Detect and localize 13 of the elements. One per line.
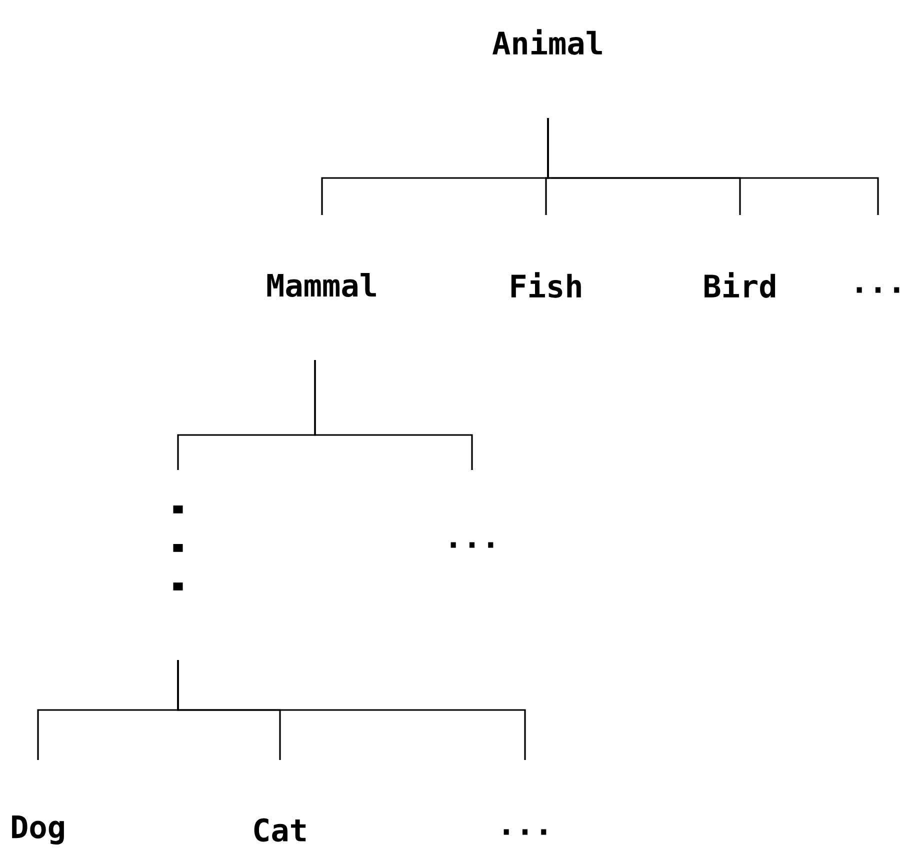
tree-label: Mammal	[267, 273, 376, 297]
tree-label: Cat	[254, 818, 306, 842]
tree-connector	[177, 660, 526, 760]
tree-label: ...	[504, 829, 546, 835]
tree-label: Fish	[511, 272, 581, 298]
tree-label: Dog	[12, 815, 64, 844]
tree-label: ...	[450, 542, 494, 548]
tree-label: Animal	[492, 29, 602, 55]
tree-label: Bird	[704, 272, 776, 298]
tree-label: ...	[856, 287, 900, 293]
tree-connector	[314, 360, 473, 470]
tree-label: ...	[173, 505, 183, 590]
tree-connector	[547, 118, 879, 215]
